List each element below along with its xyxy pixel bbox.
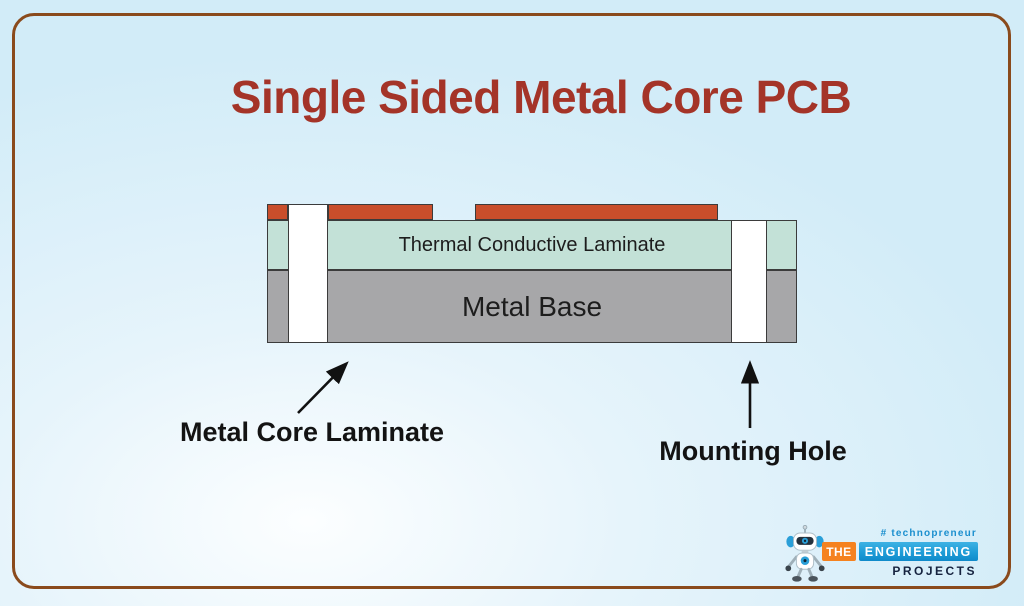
page-title: Single Sided Metal Core PCB <box>230 71 852 123</box>
brand-engineering-badge: ENGINEERING <box>858 542 978 561</box>
callout-metal-core-laminate: Metal Core Laminate <box>179 417 445 447</box>
arrow-icon-metal-core <box>297 361 349 414</box>
callout-mounting-hole: Mounting Hole <box>659 436 847 466</box>
thermal-laminate-layer: Thermal Conductive Laminate <box>267 220 797 270</box>
brand-tagline: # technopreneur <box>880 528 977 539</box>
copper-trace-right <box>475 204 718 220</box>
thermal-laminate-label: Thermal Conductive Laminate <box>398 233 666 256</box>
mounting-hole-right <box>731 220 767 343</box>
brand-logo: # technopreneur THE ENGINEERING PROJECTS <box>784 524 978 584</box>
brand-the-badge: THE <box>822 542 856 561</box>
copper-trace-left <box>267 204 288 220</box>
copper-trace-middle <box>328 204 433 220</box>
mounting-hole-left <box>288 204 328 343</box>
metal-base-label: Metal Base <box>461 290 603 322</box>
robot-mascot-icon <box>785 524 825 582</box>
metal-base-layer: Metal Base <box>267 270 797 343</box>
brand-projects-label: PROJECTS <box>892 564 977 578</box>
